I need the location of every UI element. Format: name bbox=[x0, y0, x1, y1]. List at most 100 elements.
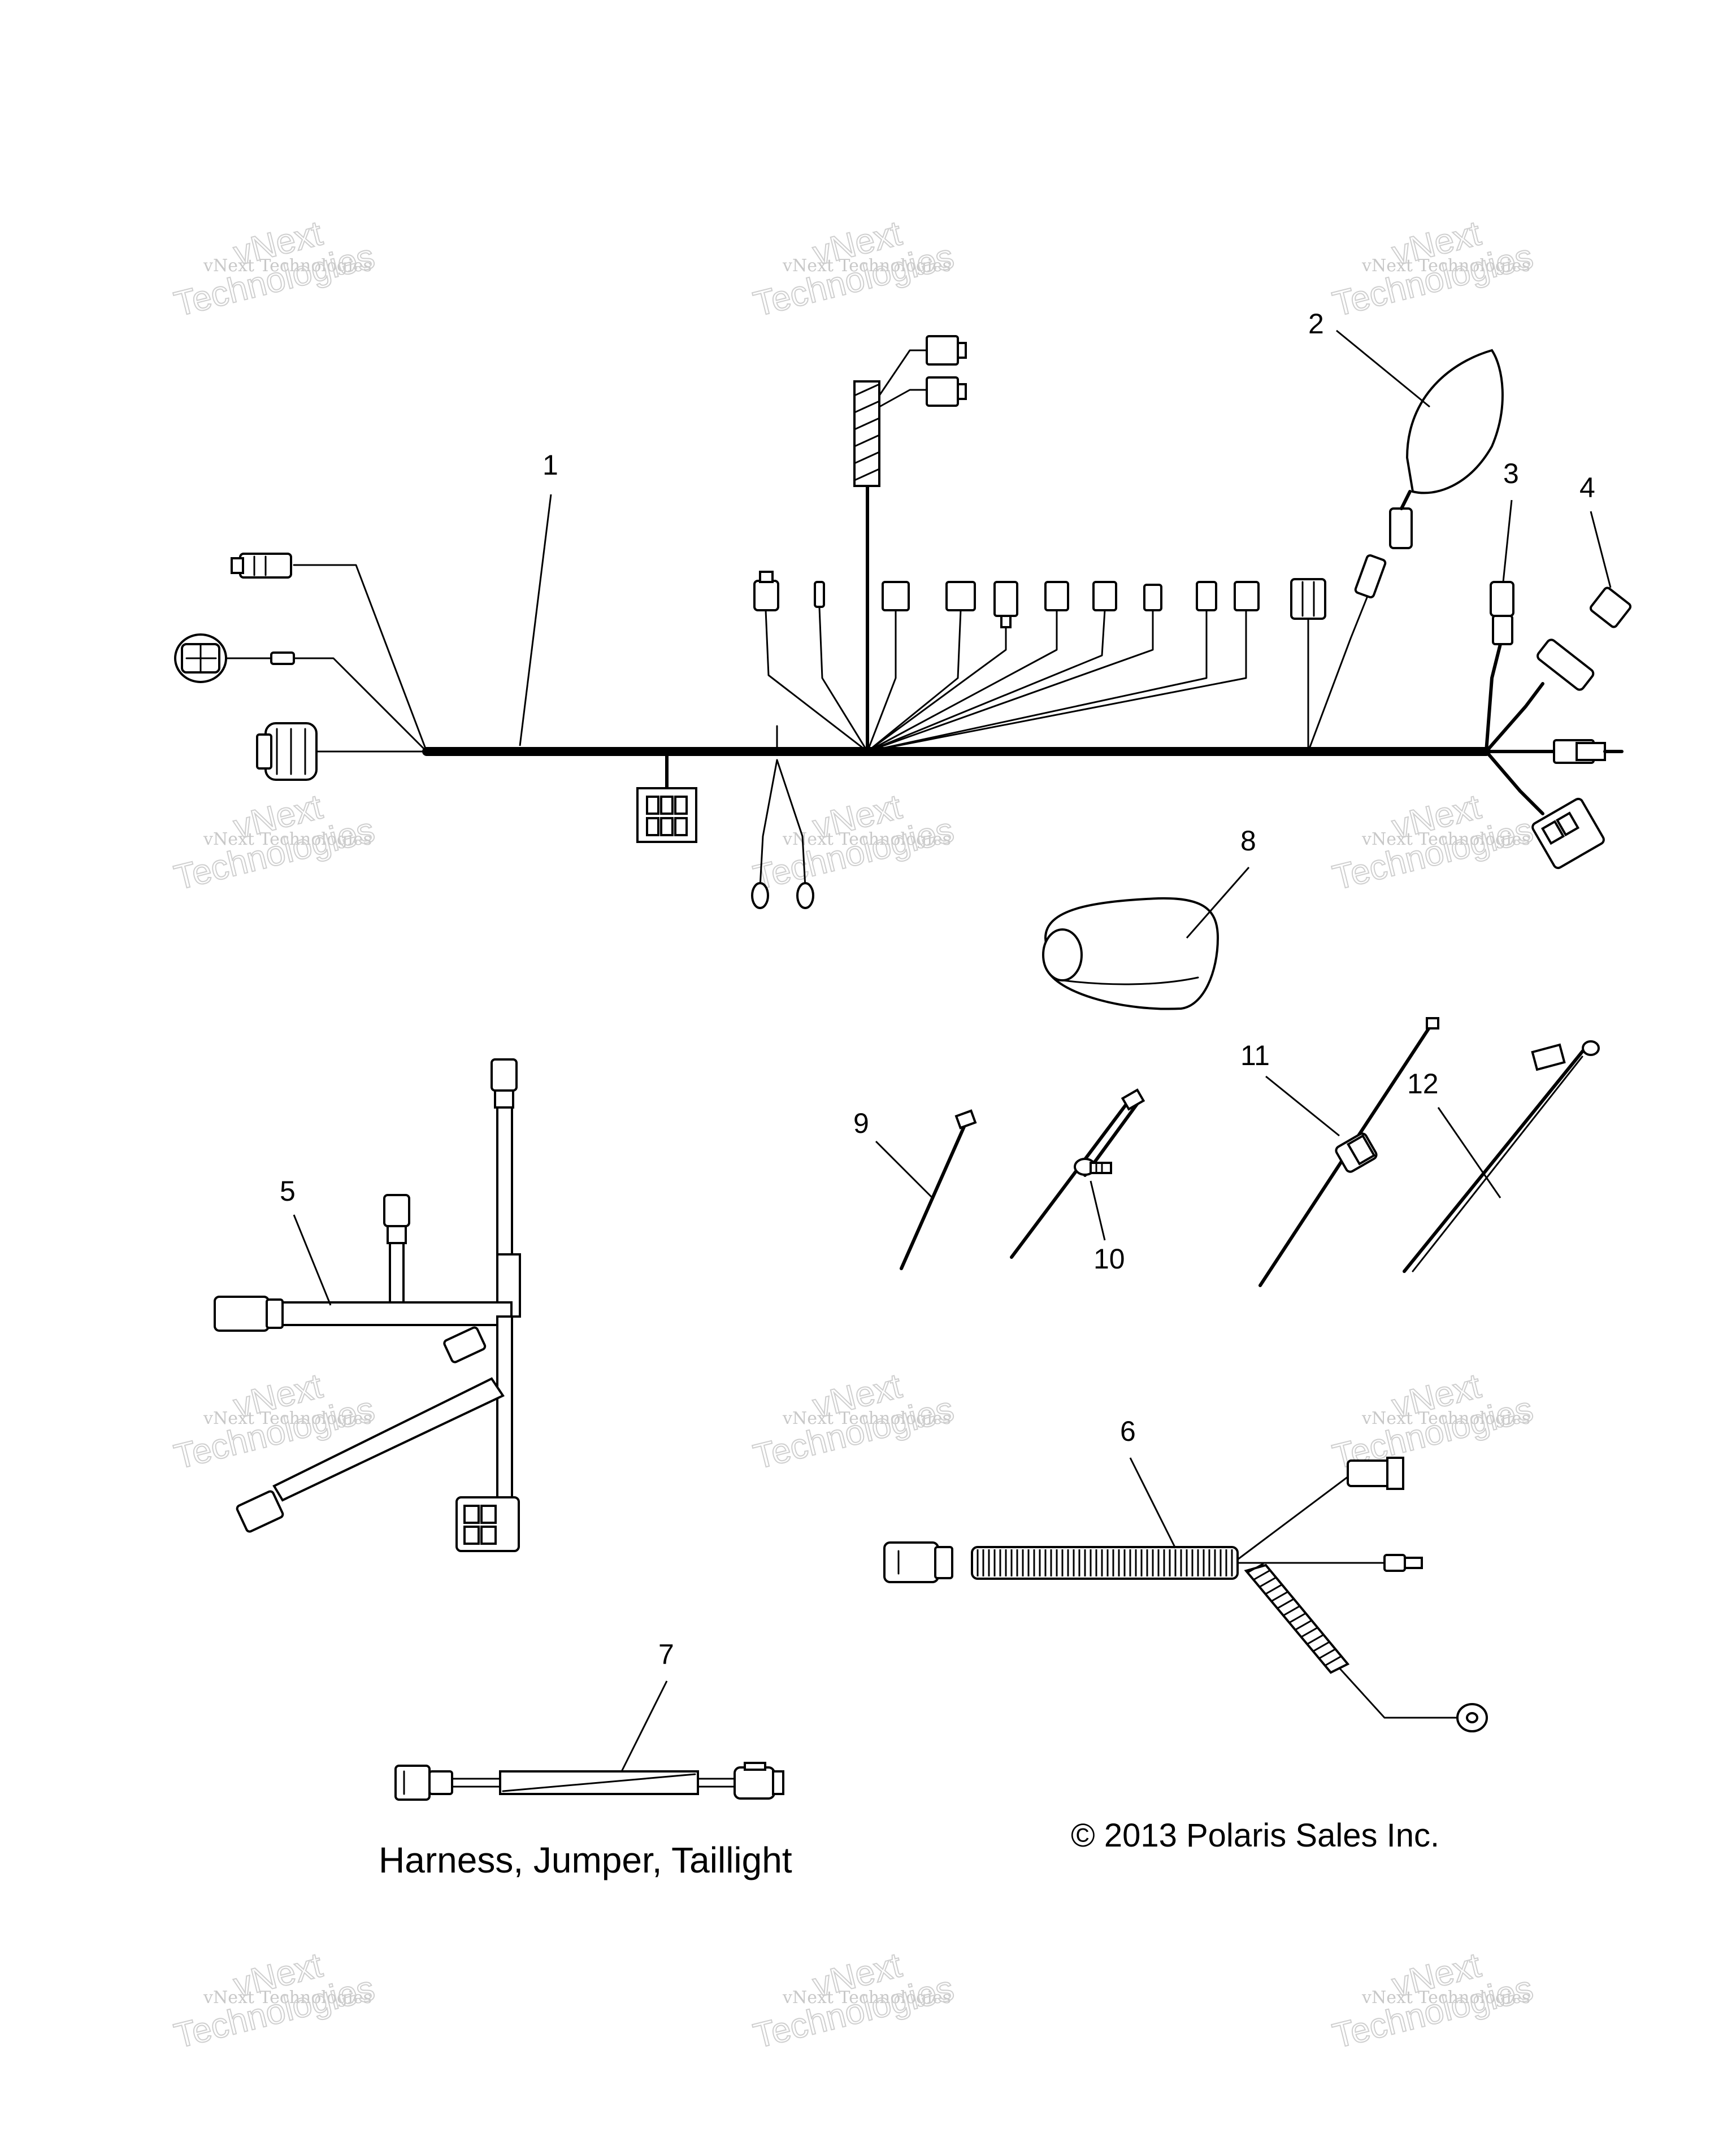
sleeve-hatch bbox=[502, 1773, 696, 1792]
callout-3: 3 bbox=[1503, 458, 1519, 489]
harness-segment bbox=[496, 1106, 513, 1272]
connector-left bbox=[214, 1296, 284, 1332]
leader-9 bbox=[875, 1140, 934, 1199]
corrugation-rib bbox=[1247, 1562, 1264, 1574]
svg-text:vNext Technologies: vNext Technologies bbox=[203, 1409, 372, 1428]
svg-text:vNext Technologies: vNext Technologies bbox=[782, 1409, 951, 1428]
callout-4: 4 bbox=[1579, 472, 1595, 503]
corrugation-rib bbox=[1325, 1656, 1342, 1666]
branch-wire bbox=[293, 564, 428, 753]
leader-6 bbox=[1129, 1457, 1177, 1549]
connector-left bbox=[883, 1541, 953, 1583]
ring-terminal bbox=[1456, 1703, 1488, 1732]
svg-text:vNext Technologies: vNext Technologies bbox=[203, 829, 372, 849]
branch-wire bbox=[866, 609, 962, 753]
part-6-harness: 6 bbox=[883, 1415, 1488, 1732]
branch-wire bbox=[866, 609, 1106, 753]
connector-large-left bbox=[256, 722, 318, 781]
part-9-cable-tie: 9 bbox=[853, 1107, 977, 1270]
leader-2 bbox=[1336, 329, 1430, 408]
watermark: vNext Technologies vNext Technologies bbox=[1329, 213, 1538, 324]
connector-junction bbox=[443, 1326, 487, 1363]
part-3-connector bbox=[1490, 581, 1514, 645]
callout-1: 1 bbox=[542, 449, 558, 481]
harness-segment bbox=[496, 1315, 513, 1504]
connector-right bbox=[734, 1762, 784, 1800]
branch-wire bbox=[1485, 682, 1544, 753]
harness-segment bbox=[272, 1377, 505, 1502]
leader-10 bbox=[1090, 1180, 1106, 1241]
part-11-edge-clip-tie: 11 bbox=[1240, 1017, 1439, 1287]
svg-text:vNext Technologies: vNext Technologies bbox=[782, 1988, 951, 2008]
leader-11 bbox=[1265, 1075, 1340, 1137]
diagram-caption: Harness, Jumper, Taillight bbox=[379, 1840, 792, 1880]
corrugation bbox=[976, 1549, 1233, 1576]
connector-bottom bbox=[455, 1496, 520, 1552]
watermark: vNext Technologies vNext Technologies bbox=[749, 213, 958, 324]
svg-text:vNext Technologies: vNext Technologies bbox=[203, 256, 372, 276]
watermark: vNext Technologies vNext Technologies bbox=[1329, 787, 1538, 898]
watermark: vNext Technologies vNext Technologies bbox=[1329, 1945, 1538, 2056]
corrugation-rib bbox=[1283, 1605, 1300, 1617]
corrugation-rib bbox=[1301, 1627, 1318, 1638]
watermark: vNext Technologies vNext Technologies bbox=[749, 787, 958, 898]
svg-text:vNext Technologies: vNext Technologies bbox=[1361, 256, 1530, 276]
watermark: vNext Technologies vNext Technologies bbox=[170, 787, 379, 898]
callout-11: 11 bbox=[1240, 1040, 1270, 1071]
part-5-harness: 5 bbox=[214, 1058, 521, 1552]
part-10-push-tie: 10 bbox=[1010, 1088, 1145, 1275]
svg-text:vNext Technologies: vNext Technologies bbox=[782, 829, 951, 849]
part-7-jumper: 7 bbox=[394, 1639, 784, 1801]
callout-5: 5 bbox=[280, 1175, 296, 1207]
harness-segment bbox=[389, 1242, 405, 1306]
branch-wire bbox=[293, 657, 428, 753]
connector-diagonal bbox=[1354, 554, 1387, 599]
leader-8 bbox=[1186, 867, 1250, 939]
leader-1 bbox=[519, 494, 552, 746]
callout-6: 6 bbox=[1120, 1415, 1136, 1447]
leader-5 bbox=[293, 1214, 332, 1306]
corrugation-rib bbox=[1307, 1634, 1324, 1645]
copyright-notice: © 2013 Polaris Sales Inc. bbox=[1071, 1817, 1440, 1854]
branch-wire bbox=[866, 609, 1154, 753]
connector-pair-top bbox=[853, 335, 967, 487]
corrugation-rib bbox=[1253, 1570, 1270, 1580]
ground-wire bbox=[776, 759, 806, 888]
connector-left bbox=[394, 1765, 453, 1801]
corrugation-rib bbox=[1265, 1584, 1282, 1595]
svg-text:vNext Technologies: vNext Technologies bbox=[1361, 829, 1530, 849]
corrugation-rib bbox=[1259, 1576, 1276, 1588]
branch-wire bbox=[1307, 595, 1369, 753]
watermark: vNext Technologies vNext Technologies bbox=[749, 1945, 958, 2056]
callout-2: 2 bbox=[1308, 308, 1324, 340]
upper-connectors bbox=[753, 571, 1260, 628]
branch-wire bbox=[866, 609, 1058, 753]
watermark: vNext Technologies vNext Technologies bbox=[170, 213, 379, 324]
fuse-holder bbox=[270, 651, 295, 665]
svg-text:vNext Technologies: vNext Technologies bbox=[203, 1988, 372, 2008]
connector-branch-top bbox=[1347, 1457, 1404, 1490]
corrugation-rib bbox=[1271, 1591, 1288, 1602]
corrugation-rib bbox=[1277, 1598, 1294, 1609]
connector-diagonal-end bbox=[236, 1490, 284, 1533]
svg-text:vNext Technologies: vNext Technologies bbox=[782, 256, 951, 276]
callout-7: 7 bbox=[658, 1639, 674, 1670]
connector-mid-top bbox=[383, 1194, 410, 1244]
branch-wire bbox=[1485, 750, 1544, 815]
corrugation-rib bbox=[1313, 1641, 1330, 1652]
harness-segment bbox=[279, 1301, 513, 1326]
branch-wire bbox=[1485, 642, 1502, 753]
connector-right-end bbox=[1553, 739, 1624, 764]
branch-wire bbox=[866, 615, 1007, 753]
branch-wire bbox=[866, 609, 1247, 753]
spade-terminal bbox=[1383, 1554, 1423, 1572]
leader-7 bbox=[620, 1680, 668, 1772]
branch-wire bbox=[818, 606, 869, 753]
branch-wire bbox=[866, 609, 897, 753]
callout-9: 9 bbox=[853, 1107, 869, 1139]
part-8-sleeve: 8 bbox=[1042, 825, 1256, 1010]
part-2-boot bbox=[1389, 349, 1504, 549]
callout-10: 10 bbox=[1093, 1243, 1125, 1275]
connector-right-vertical bbox=[1290, 578, 1326, 620]
